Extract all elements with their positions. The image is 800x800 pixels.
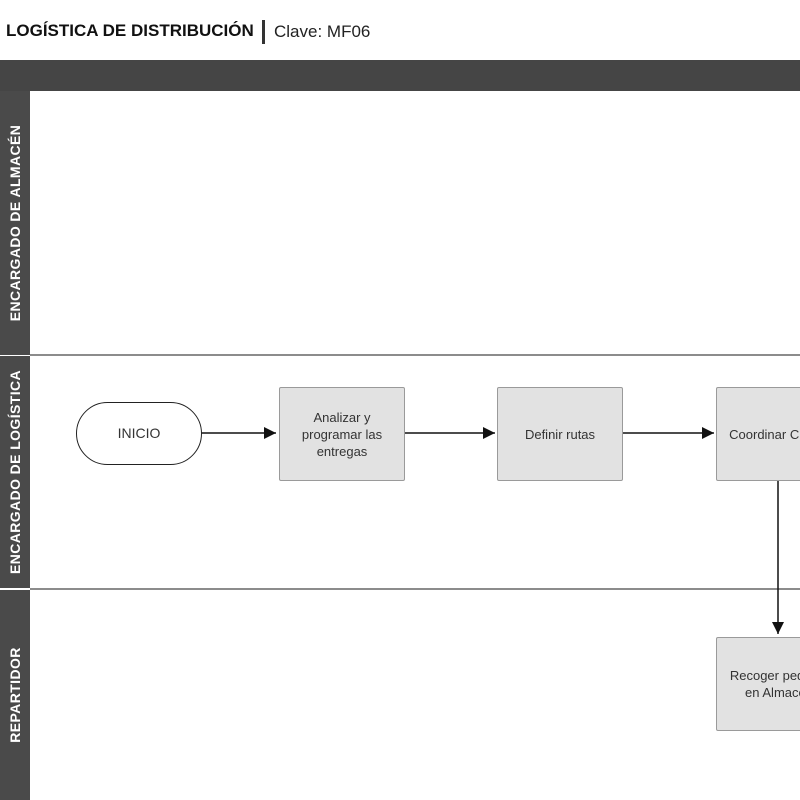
lane-label-repartidor: REPARTIDOR bbox=[0, 590, 30, 800]
lane-divider bbox=[30, 588, 800, 590]
header: LOGÍSTICA DE DISTRIBUCIÓN Clave: MF06 bbox=[0, 0, 800, 60]
lane-divider bbox=[30, 354, 800, 356]
lane-label-text: REPARTIDOR bbox=[7, 647, 23, 743]
process-define-routes: Definir rutas bbox=[497, 387, 623, 481]
process-pickup: Recoger pedidos en Almacén bbox=[716, 637, 800, 731]
start-node: INICIO bbox=[76, 402, 202, 465]
lane-label-text: ENCARGADO DE LOGÍSTICA bbox=[7, 369, 23, 575]
header-band bbox=[0, 60, 800, 91]
lane-label-logistica: ENCARGADO DE LOGÍSTICA bbox=[0, 356, 30, 588]
process-coordinate: Coordinar Chofer bbox=[716, 387, 800, 481]
process-analyze: Analizar y programar las entregas bbox=[279, 387, 405, 481]
title-separator bbox=[262, 20, 265, 44]
lane-label-almacen: ENCARGADO DE ALMACÉN bbox=[0, 91, 30, 355]
lane-label-text: ENCARGADO DE ALMACÉN bbox=[7, 124, 23, 322]
diagram-code: Clave: MF06 bbox=[274, 22, 371, 41]
lane-repartidor: REPARTIDOR bbox=[0, 590, 800, 800]
diagram-title: LOGÍSTICA DE DISTRIBUCIÓN bbox=[6, 21, 254, 40]
lane-almacen: ENCARGADO DE ALMACÉN bbox=[0, 91, 800, 355]
